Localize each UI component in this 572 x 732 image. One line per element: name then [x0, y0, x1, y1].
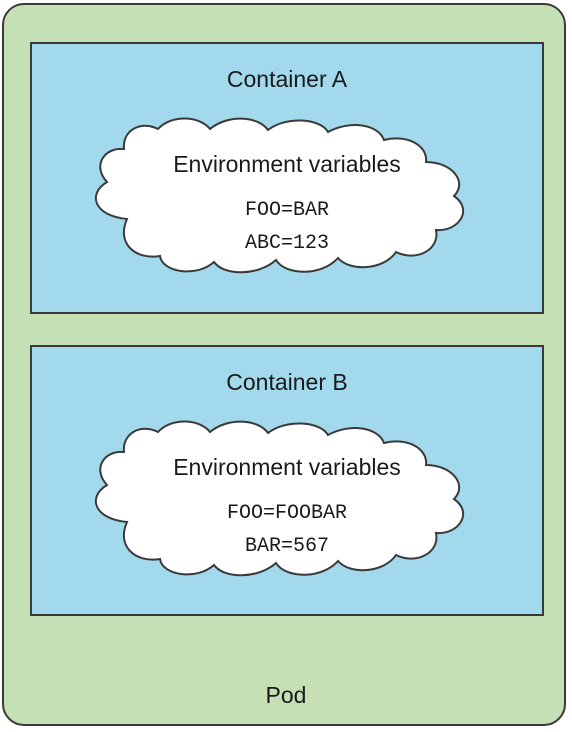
container-a-env-var-1: FOO=BAR	[244, 199, 329, 222]
container-b-title: Container B	[226, 369, 348, 395]
container-a: Container A Environment variables FOO=BA…	[30, 42, 544, 314]
container-a-title: Container A	[226, 66, 348, 92]
container-b: Container B Environment variables FOO=FO…	[30, 345, 544, 616]
container-a-env-cloud	[94, 117, 465, 274]
container-a-env-var-2: ABC=123	[244, 232, 329, 255]
container-b-env-cloud	[94, 420, 465, 577]
container-b-env-var-1: FOO=FOOBAR	[226, 502, 348, 525]
pod-label: Pod	[265, 682, 307, 708]
container-b-env-var-2: BAR=567	[244, 535, 329, 558]
container-b-env-title: Environment variables	[173, 454, 401, 480]
container-a-env-title: Environment variables	[173, 151, 401, 177]
